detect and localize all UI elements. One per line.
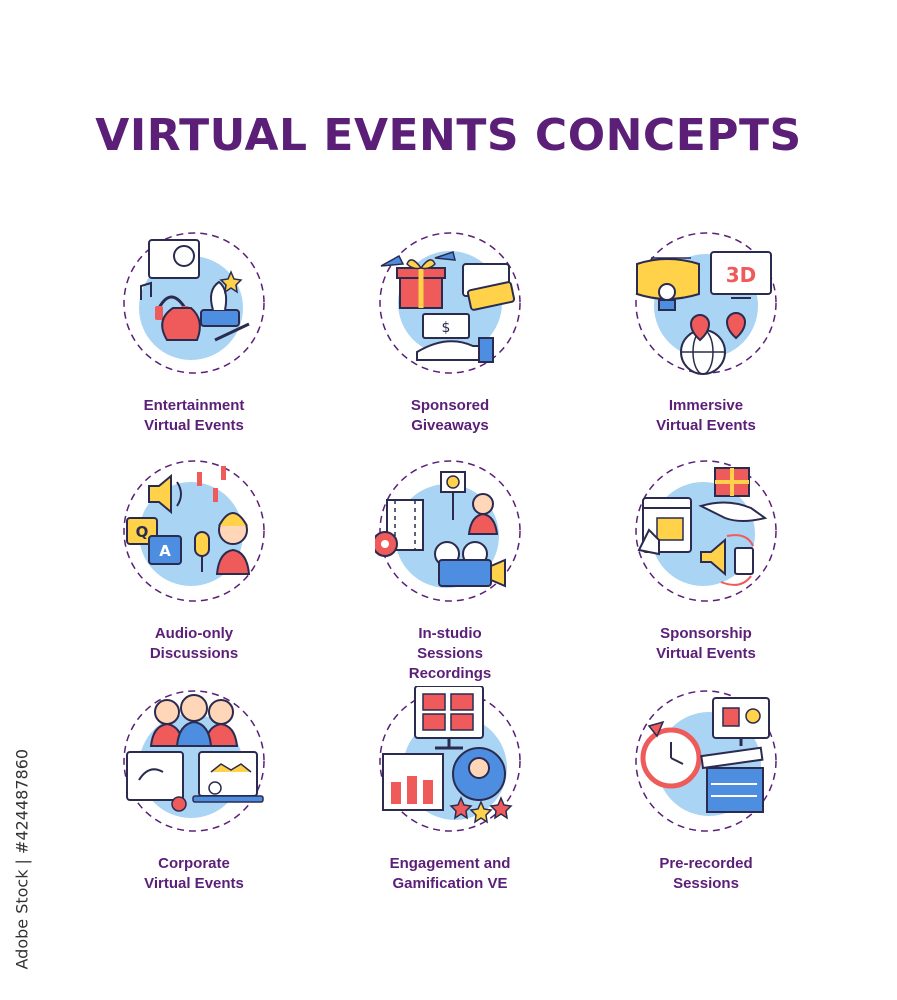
- entertainment-icon: [123, 232, 265, 374]
- concept-caption: Entertainment Virtual Events: [74, 396, 314, 436]
- corporate-icon: [123, 690, 265, 832]
- concept-caption: Sponsorship Virtual Events: [586, 624, 826, 664]
- caption-line: Gamification VE: [392, 875, 508, 892]
- sponsorship-icon: [635, 460, 777, 602]
- concept-caption: Immersive Virtual Events: [586, 396, 826, 436]
- caption-line: Discussions: [149, 645, 239, 662]
- 3d-360-icon: 3D: [635, 232, 777, 375]
- stock-id-text: Adobe Stock | #424487860: [12, 748, 32, 970]
- concept-card-giveaways[interactable]: $ Sponsored Giveaways: [330, 228, 570, 436]
- svg-text:Q: Q: [136, 523, 149, 541]
- concept-card-gamification[interactable]: Engagement and Gamification VE: [330, 686, 570, 894]
- concept-caption: Engagement and Gamification VE: [330, 854, 570, 894]
- caption-line: Corporate: [158, 855, 230, 872]
- caption-line: Immersive: [668, 397, 744, 414]
- caption-line: Virtual Events: [144, 417, 244, 434]
- prerecorded-icon: [635, 690, 777, 832]
- caption-line: Engagement and: [389, 855, 511, 872]
- concept-card-entertainment[interactable]: Entertainment Virtual Events: [74, 228, 314, 436]
- concept-caption: In-studio Sessions Recordings: [330, 624, 570, 684]
- concept-caption: Audio-only Discussions: [74, 624, 314, 664]
- caption-line: Recordings: [408, 665, 492, 682]
- svg-text:3D: 3D: [726, 263, 757, 287]
- caption-line: Giveaways: [411, 417, 489, 434]
- concept-card-studio[interactable]: In-studio Sessions Recordings: [330, 456, 570, 684]
- svg-text:$: $: [442, 320, 451, 336]
- caption-line: Pre-recorded: [659, 855, 753, 872]
- caption-line: Virtual Events: [144, 875, 244, 892]
- caption-line: Virtual Events: [656, 417, 756, 434]
- stock-id-watermark: Adobe Stock | #424487860: [12, 748, 36, 970]
- studio-recording-icon: [375, 460, 521, 602]
- audio-discussion-icon: Q A: [123, 460, 265, 602]
- svg-text:A: A: [159, 542, 171, 560]
- caption-line: Sessions: [673, 875, 739, 892]
- page-title: VIRTUAL EVENTS CONCEPTS: [95, 110, 802, 161]
- concept-caption: Pre-recorded Sessions: [586, 854, 826, 894]
- caption-line: Sponsored: [410, 397, 490, 414]
- caption-line: Entertainment: [143, 397, 245, 414]
- caption-line: Audio-only: [154, 625, 234, 642]
- concept-caption: Sponsored Giveaways: [330, 396, 570, 436]
- concept-card-sponsorship[interactable]: Sponsorship Virtual Events: [586, 456, 826, 664]
- gamification-icon: [379, 686, 521, 832]
- caption-line: Sponsorship: [660, 625, 752, 642]
- caption-line: Virtual Events: [656, 645, 756, 662]
- caption-line: In-studio: [418, 625, 482, 642]
- caption-line: Sessions: [417, 645, 483, 662]
- concept-caption: Corporate Virtual Events: [74, 854, 314, 894]
- concept-card-immersive[interactable]: 3D Immersive Virtual Events: [586, 228, 826, 436]
- concept-card-audio[interactable]: Q A Audio-only Discussions: [74, 456, 314, 664]
- concept-card-prerecorded[interactable]: Pre-recorded Sessions: [586, 686, 826, 894]
- gift-giveaway-icon: $: [379, 232, 521, 374]
- concept-card-corporate[interactable]: Corporate Virtual Events: [74, 686, 314, 894]
